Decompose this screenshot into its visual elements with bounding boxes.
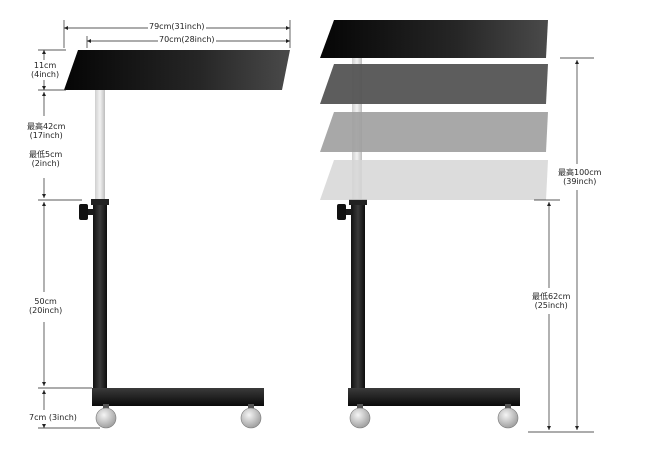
- left-base-bar: [92, 388, 264, 406]
- right-top-mid-position: [320, 64, 548, 104]
- base-height-label: 7cm (3inch): [28, 413, 78, 422]
- base-height-metric: 7cm: [29, 413, 47, 422]
- total-width-label: 79cm(31inch): [148, 22, 206, 31]
- min-height-label: 最低62cm (25inch): [531, 292, 572, 310]
- top-thickness-metric: 11cm: [33, 61, 57, 70]
- right-table: [320, 20, 548, 429]
- min-extension-metric: 最低5cm: [29, 150, 63, 159]
- left-front-wheel: [95, 404, 117, 429]
- max-extension-label: 最高42cm (17inch): [26, 122, 67, 140]
- left-table: [64, 50, 290, 429]
- right-adjust-knob: [337, 204, 352, 220]
- left-adjust-knob: [79, 204, 94, 220]
- top-thickness-label: 11cm (4inch): [30, 61, 61, 79]
- right-outer-pole: [351, 200, 365, 390]
- base-height-imperial: (3inch): [48, 413, 77, 422]
- max-extension-metric: 最高42cm: [27, 122, 66, 131]
- min-extension-imperial: (2inch): [31, 159, 60, 168]
- max-height-label: 最高100cm (39inch): [557, 168, 603, 186]
- max-height-imperial: (39inch): [563, 177, 597, 186]
- left-table-top: [64, 50, 290, 90]
- top-width-label: 70cm(28inch): [158, 35, 216, 44]
- left-rear-wheel: [240, 404, 262, 429]
- max-height-metric: 最高100cm: [558, 168, 602, 177]
- left-collar: [91, 199, 109, 205]
- right-rear-wheel: [497, 404, 519, 429]
- right-base-bar: [348, 388, 520, 406]
- min-extension-label: 最低5cm (2inch): [28, 150, 64, 168]
- column-height-imperial: (20inch): [29, 306, 63, 315]
- right-collar: [349, 199, 367, 205]
- top-thickness-imperial: (4inch): [31, 70, 60, 79]
- left-inner-tube: [95, 90, 105, 200]
- right-top-lowest-position: [320, 160, 548, 200]
- right-front-wheel: [349, 404, 371, 429]
- left-outer-pole: [93, 200, 107, 390]
- column-height-label: 50cm (20inch): [28, 297, 64, 315]
- right-top-highest-position: [320, 20, 548, 58]
- column-height-metric: 50cm: [34, 297, 57, 306]
- right-top-low-position: [320, 112, 548, 152]
- max-extension-imperial: (17inch): [29, 131, 63, 140]
- min-height-imperial: (25inch): [534, 301, 568, 310]
- dimension-lines: [38, 20, 594, 433]
- min-height-metric: 最低62cm: [532, 292, 571, 301]
